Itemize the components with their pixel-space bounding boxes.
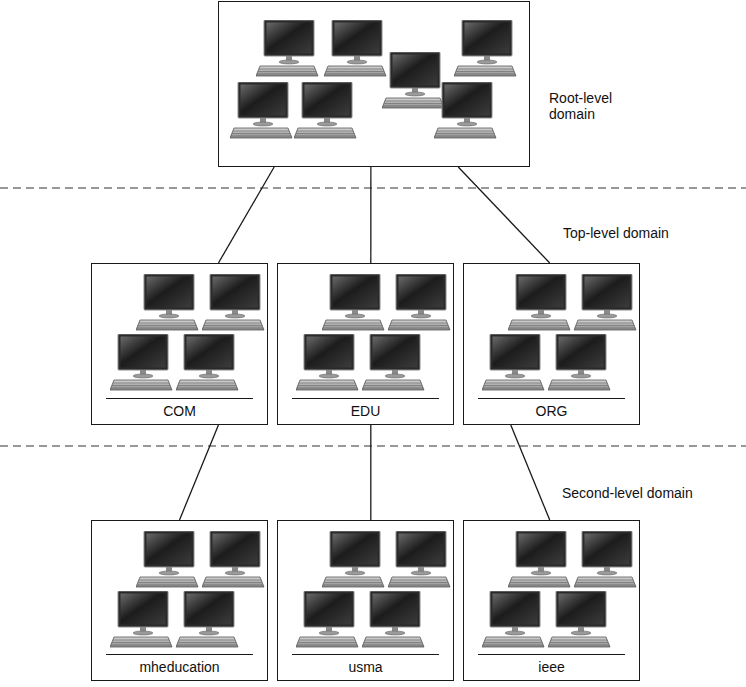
hierarchy-link	[511, 425, 550, 520]
domain-name: EDU	[278, 403, 453, 419]
computer-icon	[362, 334, 424, 390]
computer-icon	[454, 20, 516, 76]
hierarchy-link	[458, 167, 549, 263]
computer-icon	[136, 274, 198, 330]
hierarchy-link	[370, 167, 371, 263]
name-underline	[106, 398, 253, 399]
computer-icon	[508, 531, 570, 587]
computer-icon	[176, 334, 238, 390]
computer-icon	[574, 531, 636, 587]
tier-label: Second-level domain	[560, 485, 695, 501]
computer-icon	[508, 274, 570, 330]
computer-icon	[176, 591, 238, 647]
computer-icon	[382, 52, 444, 108]
computer-icon	[548, 591, 610, 647]
domain-name: ieee	[464, 659, 639, 675]
computer-icon	[362, 591, 424, 647]
computer-icon	[256, 20, 318, 76]
domain-box: EDU	[277, 263, 454, 425]
hierarchy-link	[370, 425, 371, 520]
computer-icon	[548, 334, 610, 390]
hierarchy-link	[218, 167, 274, 263]
computer-icon	[294, 82, 356, 138]
domain-box: mheducation	[91, 520, 268, 681]
hierarchy-link	[180, 425, 219, 520]
name-underline	[292, 654, 439, 655]
computer-icon	[110, 334, 172, 390]
computer-icon	[574, 274, 636, 330]
domain-name: usma	[278, 659, 453, 675]
name-underline	[292, 398, 439, 399]
name-underline	[478, 654, 625, 655]
computer-icon	[110, 591, 172, 647]
computer-icon	[434, 82, 496, 138]
computer-icon	[388, 274, 450, 330]
tier-divider	[0, 445, 746, 446]
computer-icon	[296, 334, 358, 390]
tier-label: Root-level domain	[549, 90, 633, 122]
domain-box: ORG	[463, 263, 640, 425]
computer-icon	[388, 531, 450, 587]
domain-box: ieee	[463, 520, 640, 681]
domain-name: ORG	[464, 403, 639, 419]
computer-icon	[136, 531, 198, 587]
computer-icon	[296, 591, 358, 647]
name-underline	[106, 654, 253, 655]
name-underline	[478, 398, 625, 399]
domain-box: COM	[91, 263, 268, 425]
tier-label: Top-level domain	[561, 225, 671, 241]
domain-name: mheducation	[92, 659, 267, 675]
domain-box: usma	[277, 520, 454, 681]
computer-icon	[230, 82, 292, 138]
computer-icon	[322, 531, 384, 587]
computer-icon	[202, 531, 264, 587]
computer-icon	[324, 20, 386, 76]
tier-divider	[0, 187, 746, 188]
computer-icon	[482, 591, 544, 647]
computer-icon	[322, 274, 384, 330]
computer-icon	[482, 334, 544, 390]
computer-icon	[202, 274, 264, 330]
root-domain-box: Root-level domain	[218, 1, 530, 167]
domain-name: COM	[92, 403, 267, 419]
